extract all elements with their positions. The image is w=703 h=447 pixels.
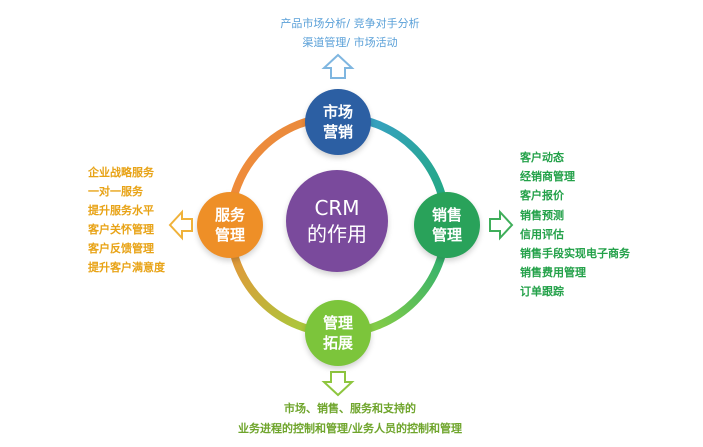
arrow-left-icon xyxy=(168,209,193,241)
sales-detail-line: 销售手段实现电子商务 xyxy=(520,247,630,261)
market-detail-line: 渠道管理/ 市场活动 xyxy=(302,36,398,49)
market-line2: 营销 xyxy=(322,123,353,141)
market-details: 产品市场分析/ 竞争对手分析 渠道管理/ 市场活动 xyxy=(255,14,445,52)
sales-node: 销售 管理 xyxy=(414,192,480,258)
service-line2: 管理 xyxy=(214,226,245,244)
manage-node: 管理 拓展 xyxy=(305,300,371,366)
arrow-down-icon xyxy=(321,371,355,397)
manage-detail-line: 业务进程的控制和管理/业务人员的控制和管理 xyxy=(237,422,463,435)
manage-detail-line: 市场、销售、服务和支持的 xyxy=(284,402,416,415)
market-line1: 市场 xyxy=(322,102,353,121)
manage-details: 市场、销售、服务和支持的 业务进程的控制和管理/业务人员的控制和管理 xyxy=(200,399,500,439)
service-detail-line: 一对一服务 xyxy=(88,185,143,198)
market-node: 市场 营销 xyxy=(305,89,371,155)
sales-details: 客户动态 经销商管理 客户报价 销售预测 信用评估 销售手段实现电子商务 销售费… xyxy=(520,148,630,302)
sales-line1: 销售 xyxy=(431,205,462,224)
manage-line1: 管理 xyxy=(322,313,353,332)
service-detail-line: 客户关怀管理 xyxy=(88,223,154,236)
center-line1: CRM xyxy=(314,196,360,220)
service-detail-line: 提升服务水平 xyxy=(88,204,154,217)
crm-center-node: CRM 的作用 xyxy=(286,170,388,272)
service-line1: 服务 xyxy=(214,205,245,224)
arrow-right-icon xyxy=(489,209,514,241)
sales-detail-line: 销售预测 xyxy=(520,208,564,222)
service-detail-line: 客户反馈管理 xyxy=(88,242,154,255)
service-detail-line: 提升客户满意度 xyxy=(88,261,165,274)
sales-detail-line: 客户报价 xyxy=(520,189,564,203)
sales-detail-line: 客户动态 xyxy=(520,151,564,164)
service-node: 服务 管理 xyxy=(197,192,263,258)
manage-line2: 拓展 xyxy=(322,334,353,352)
sales-detail-line: 销售费用管理 xyxy=(520,266,586,280)
sales-detail-line: 经销商管理 xyxy=(520,170,575,184)
sales-detail-line: 信用评估 xyxy=(520,227,564,241)
center-line2: 的作用 xyxy=(307,222,367,246)
sales-detail-line: 订单跟踪 xyxy=(520,285,564,299)
arrow-up-icon xyxy=(321,53,355,79)
service-detail-line: 企业战略服务 xyxy=(88,166,154,179)
sales-line2: 管理 xyxy=(431,226,462,244)
service-details: 企业战略服务 一对一服务 提升服务水平 客户关怀管理 客户反馈管理 提升客户满意… xyxy=(88,163,165,277)
market-detail-line: 产品市场分析/ 竞争对手分析 xyxy=(280,17,420,30)
